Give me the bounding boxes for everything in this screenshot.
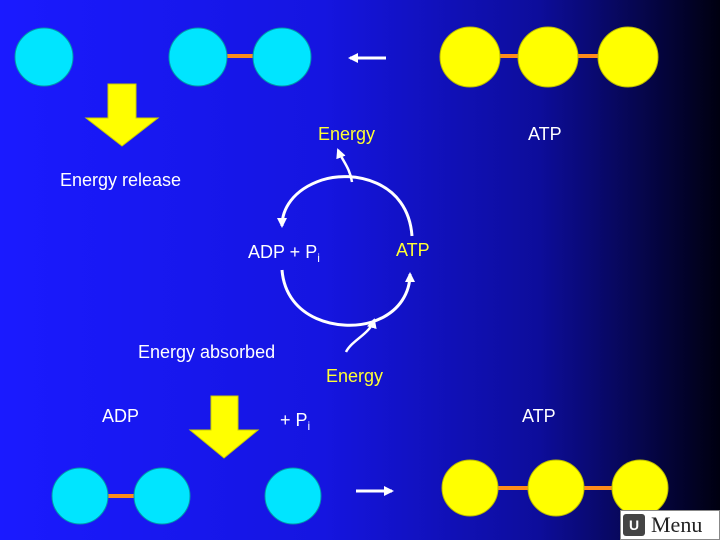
menu-button-label: Menu bbox=[651, 512, 703, 537]
u-logo-icon: U bbox=[623, 514, 645, 536]
bottom-phosphate-1 bbox=[51, 467, 109, 525]
adp-pi-label: ADP + Pi bbox=[248, 242, 320, 265]
cycle-arrow-bottom bbox=[280, 269, 415, 327]
absorb-down-arrow bbox=[188, 395, 260, 459]
top-phosphate-3 bbox=[252, 27, 312, 87]
adp-pi-subscript: i bbox=[317, 251, 320, 265]
menu-button[interactable]: U Menu bbox=[620, 510, 720, 540]
pi-bottom-label: + Pi bbox=[280, 410, 310, 433]
bottom-atp-phosphate-3 bbox=[611, 459, 669, 517]
top-atp-phosphate-2 bbox=[517, 26, 579, 88]
energy-bottom-label: Energy bbox=[326, 366, 384, 386]
atp-mid-label: ATP bbox=[396, 240, 430, 260]
bottom-free-phosphate bbox=[264, 467, 322, 525]
top-phosphate-1 bbox=[14, 27, 74, 87]
adp-bottom-label: ADP bbox=[102, 406, 140, 426]
energy-out-curve bbox=[336, 148, 354, 183]
energy-in-curve bbox=[344, 318, 377, 353]
adp-pi-base: ADP + P bbox=[248, 242, 318, 262]
top-adp-molecule bbox=[14, 27, 312, 87]
pi-bottom-subscript: i bbox=[307, 419, 311, 433]
cycle-arrow-top bbox=[277, 175, 414, 237]
top-atp-phosphate-1 bbox=[439, 26, 501, 88]
release-down-arrow bbox=[84, 83, 160, 147]
energy-top-label: Energy bbox=[318, 124, 376, 144]
bottom-adp-molecule bbox=[51, 467, 191, 525]
top-atp-molecule bbox=[439, 26, 659, 88]
bottom-phosphate-2 bbox=[133, 467, 191, 525]
bottom-atp-phosphate-1 bbox=[441, 459, 499, 517]
top-phosphate-2 bbox=[168, 27, 228, 87]
bottom-atp-phosphate-2 bbox=[527, 459, 585, 517]
energy-absorbed-label: Energy absorbed bbox=[138, 342, 276, 362]
atp-bottom-label: ATP bbox=[522, 406, 556, 426]
pi-bottom-base: + P bbox=[280, 410, 308, 430]
energy-release-label: Energy release bbox=[60, 170, 182, 190]
atp-top-label: ATP bbox=[528, 124, 562, 144]
top-atp-phosphate-3 bbox=[597, 26, 659, 88]
bottom-atp-molecule bbox=[441, 459, 669, 517]
